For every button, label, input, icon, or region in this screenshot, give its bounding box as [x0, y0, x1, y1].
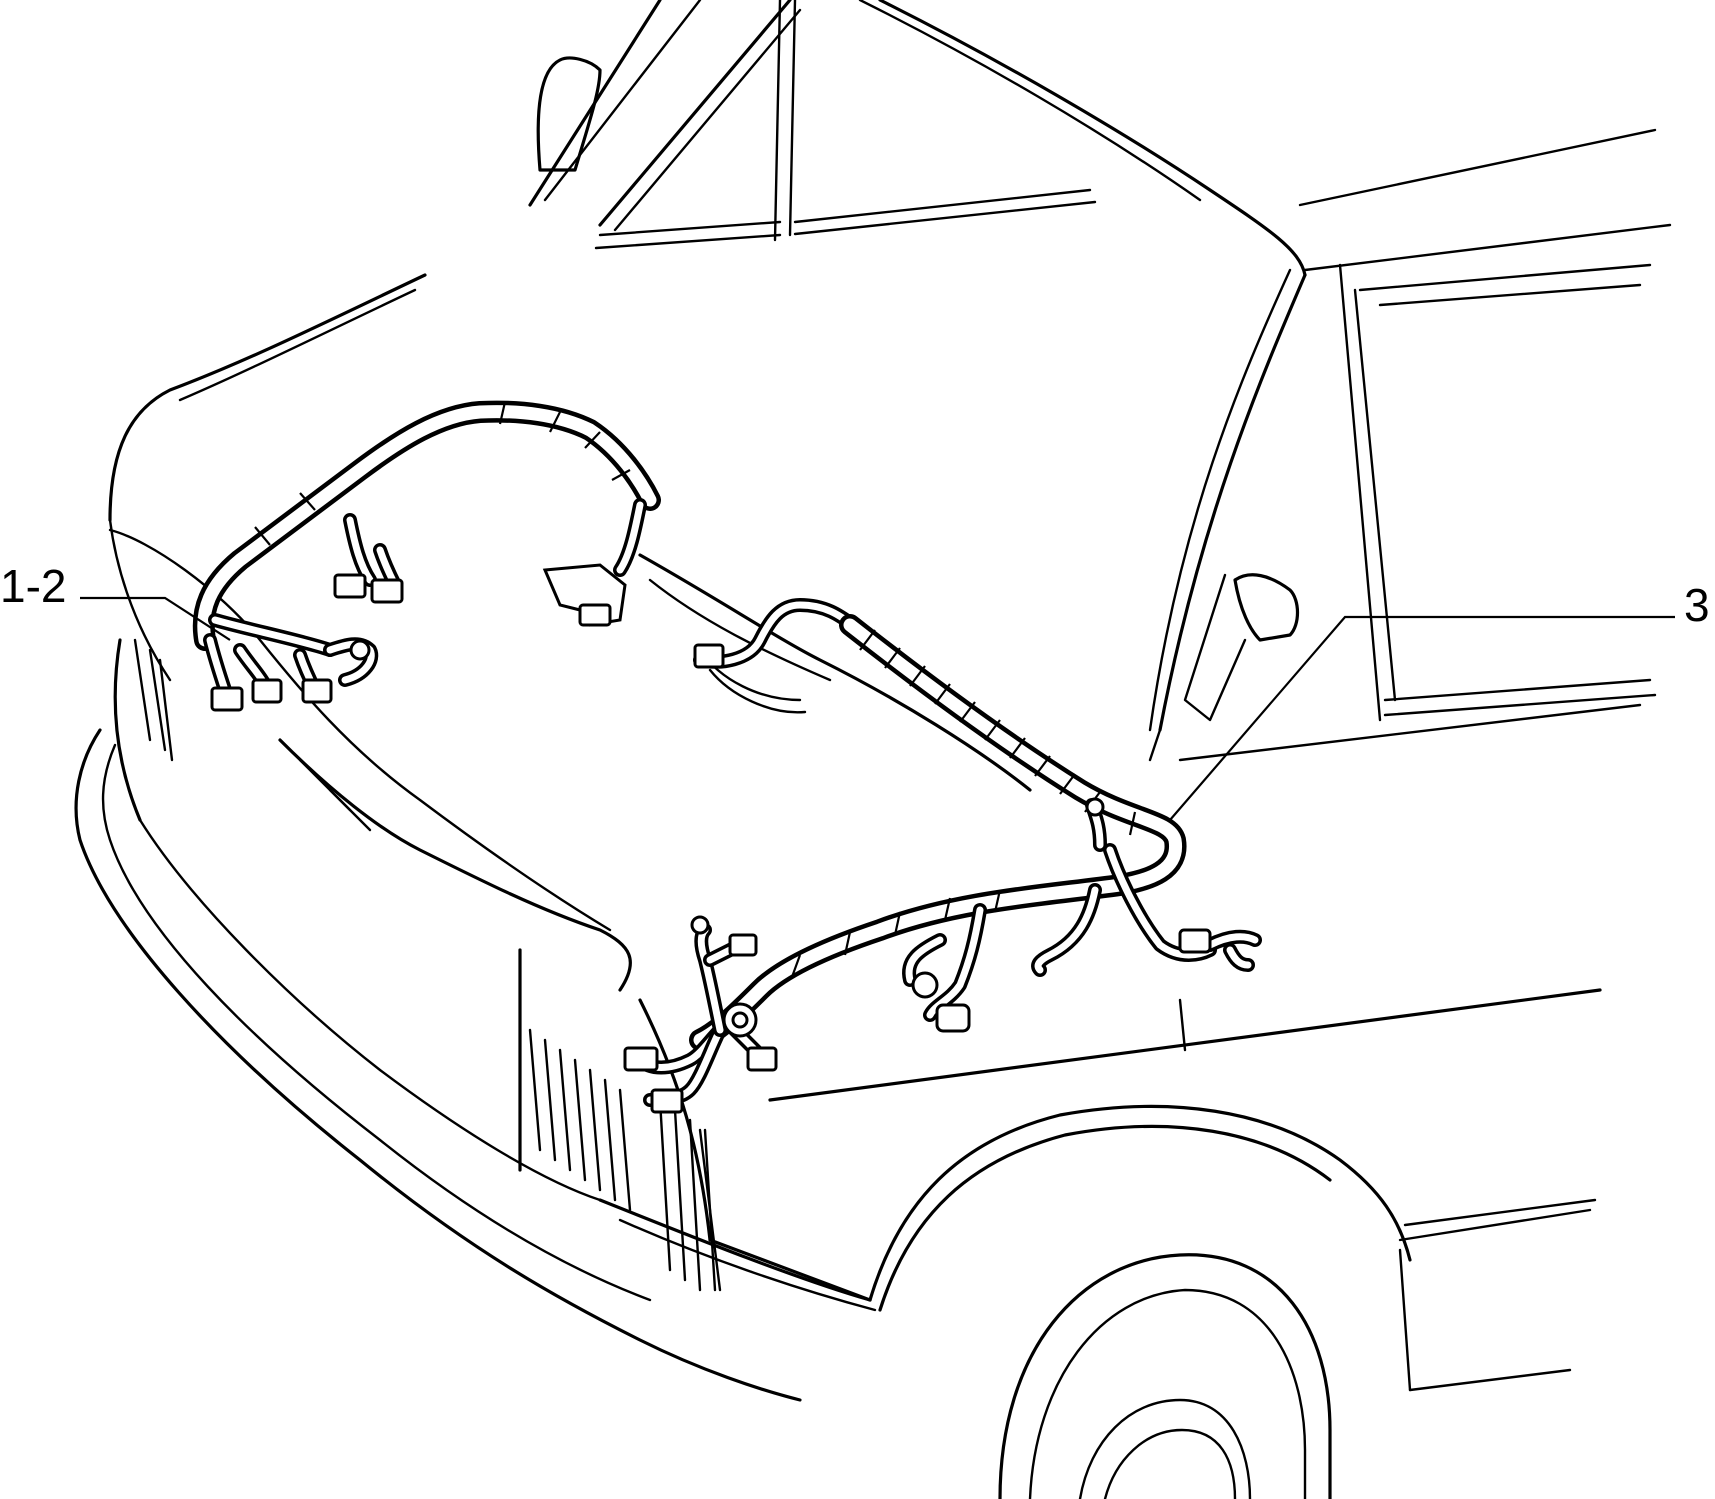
harness-tape-wraps-right [790, 629, 1137, 978]
vehicle-body-outline [74, 0, 1672, 1499]
ring-terminal-right [1085, 797, 1105, 817]
connector-right-top [693, 643, 725, 669]
connector-front-1 [728, 933, 758, 957]
ring-terminal-left [349, 639, 371, 661]
ring-terminal-front [690, 915, 710, 935]
connector-left-4 [251, 678, 283, 704]
wiring-harness-1-2 [192, 400, 661, 712]
connector-left-3 [210, 686, 244, 712]
leader-lines [80, 596, 1675, 821]
connector-right-2 [935, 1003, 971, 1033]
leader-line-1-2 [80, 596, 231, 641]
wiring-harness-3 [623, 598, 1262, 1114]
leader-line-3 [1169, 615, 1675, 821]
connector-front-2 [623, 1046, 659, 1072]
connector-left-2 [370, 578, 404, 604]
bumper-hatching [528, 1028, 717, 1292]
harness-tape-wraps-left [254, 401, 631, 546]
connector-right-1 [1178, 928, 1212, 954]
callout-label-1-2: 1-2 [0, 560, 67, 612]
connector-front-3 [650, 1088, 684, 1114]
grommet-lower [911, 971, 939, 999]
callout-label-3: 3 [1684, 579, 1710, 631]
connector-left-1 [333, 573, 367, 599]
front-wheel [998, 1253, 1332, 1499]
connector-front-4 [746, 1046, 778, 1072]
connector-left-5 [301, 678, 333, 704]
